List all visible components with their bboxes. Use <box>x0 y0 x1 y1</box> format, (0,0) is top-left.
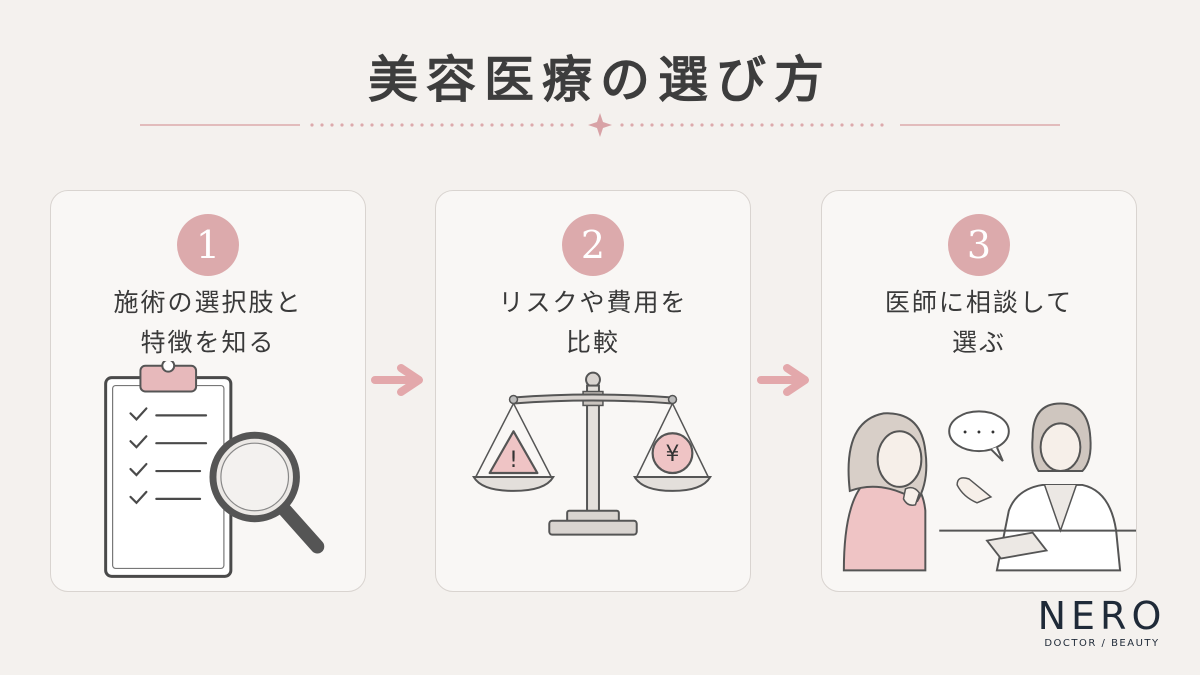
divider-dot <box>370 123 374 127</box>
step-card-2: 2 リスクや費用を 比較 ! ¥ <box>435 190 751 592</box>
divider-dot <box>330 123 334 127</box>
step-label-line-1: 医師に相談して <box>884 288 1074 317</box>
divider-dot <box>470 123 474 127</box>
divider-dot <box>500 123 504 127</box>
step-number-badge: 3 <box>948 214 1010 276</box>
divider-dot <box>420 123 424 127</box>
step-label-line-2: 選ぶ <box>951 328 1006 357</box>
step-number-badge: 1 <box>177 214 239 276</box>
divider-dot <box>400 123 404 127</box>
arrow-right-icon <box>371 364 423 396</box>
divider-dot <box>430 123 434 127</box>
divider-dot <box>760 123 764 127</box>
step-label-line-2: 特徴を知る <box>140 328 276 357</box>
divider-dot <box>850 123 854 127</box>
divider-dot <box>620 123 624 127</box>
divider-dot <box>650 123 654 127</box>
consultation-icon: ・・・ <box>842 402 1136 572</box>
divider-dot <box>810 123 814 127</box>
divider-dot <box>380 123 384 127</box>
divider-dot <box>520 123 524 127</box>
divider-dot <box>350 123 354 127</box>
divider-dot <box>750 123 754 127</box>
sparkle-icon <box>588 113 612 137</box>
divider-dot <box>530 123 534 127</box>
step-label-line-2: 比較 <box>565 328 620 357</box>
divider-dot <box>830 123 834 127</box>
divider-dot <box>570 123 574 127</box>
divider-dot <box>310 123 314 127</box>
divider-dot <box>780 123 784 127</box>
speech-bubble-text: ・・・ <box>958 425 1000 441</box>
divider-dot <box>720 123 724 127</box>
divider-dot <box>480 123 484 127</box>
divider-dot <box>700 123 704 127</box>
divider-dot <box>410 123 414 127</box>
divider-dot <box>320 123 324 127</box>
divider-dot <box>340 123 344 127</box>
arrow-right-icon <box>757 364 809 396</box>
divider-dot <box>880 123 884 127</box>
divider-dot <box>490 123 494 127</box>
divider-dot <box>640 123 644 127</box>
divider-dot <box>800 123 804 127</box>
balance-scale-icon: ! ¥ <box>472 371 712 536</box>
step-card-3: 3 医師に相談して 選ぶ ・・・ <box>821 190 1137 592</box>
divider-dot <box>560 123 564 127</box>
divider-dot <box>740 123 744 127</box>
step-label-line-1: 施術の選択肢と <box>113 288 303 317</box>
divider-dot <box>460 123 464 127</box>
step-label: 施術の選択肢と 特徴を知る <box>51 283 365 363</box>
logo-name: NERO <box>1037 594 1167 638</box>
step-label-line-1: リスクや費用を <box>498 288 688 317</box>
risk-symbol: ! <box>509 448 518 473</box>
clipboard-magnifier-icon <box>104 361 325 578</box>
divider-dot <box>510 123 514 127</box>
divider-dot <box>630 123 634 127</box>
divider-dot <box>860 123 864 127</box>
divider-dot <box>840 123 844 127</box>
divider-dot <box>730 123 734 127</box>
divider-dot <box>440 123 444 127</box>
page-title: 美容医療の選び方 <box>368 50 832 109</box>
step-card-1: 1 施術の選択肢と 特徴を知る <box>50 190 366 592</box>
step-number-badge: 2 <box>562 214 624 276</box>
divider-dot <box>770 123 774 127</box>
divider-dot <box>680 123 684 127</box>
divider-dot <box>550 123 554 127</box>
divider-dot <box>690 123 694 127</box>
divider-dot <box>450 123 454 127</box>
divider-dot <box>670 123 674 127</box>
divider-dot <box>790 123 794 127</box>
title-divider <box>140 113 1060 137</box>
divider-dot <box>870 123 874 127</box>
divider-dot <box>390 123 394 127</box>
step-label: リスクや費用を 比較 <box>436 283 750 363</box>
divider-dot <box>360 123 364 127</box>
divider-dot <box>540 123 544 127</box>
divider-dot <box>820 123 824 127</box>
nero-logo: NERO DOCTOR / BEAUTY <box>1032 596 1172 649</box>
logo-tagline: DOCTOR / BEAUTY <box>1044 638 1160 649</box>
cost-symbol: ¥ <box>666 442 680 467</box>
divider-dot <box>660 123 664 127</box>
step-label: 医師に相談して 選ぶ <box>822 283 1136 363</box>
divider-dot <box>710 123 714 127</box>
